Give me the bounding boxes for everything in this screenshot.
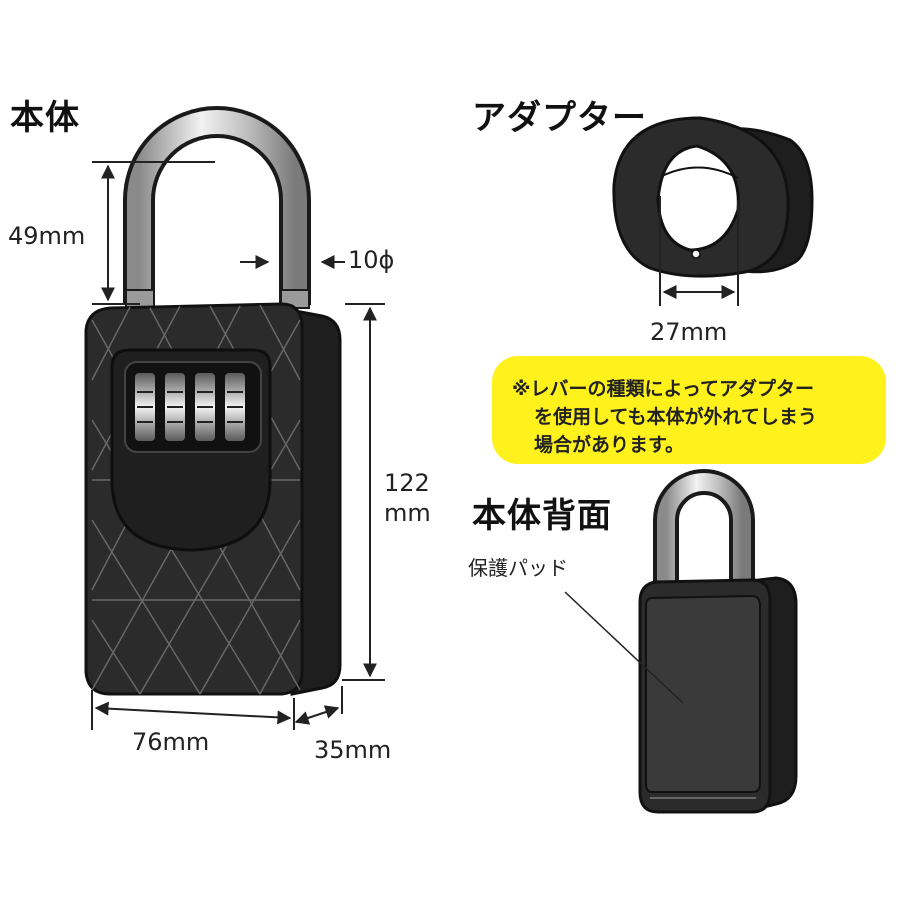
combination-dials <box>133 371 247 443</box>
note-line-1: ※レバーの種類によってアダプター <box>512 378 814 400</box>
dim-body-height: 122 mm <box>384 468 431 528</box>
dim-body-height-unit: mm <box>384 499 431 527</box>
title-back-body: 本体背面 <box>472 496 612 536</box>
dim-body-height-value: 122 <box>384 469 430 497</box>
caution-note <box>492 356 886 464</box>
label-protective-pad: 保護パッド <box>468 556 568 580</box>
note-line-3: 場合があります。 <box>534 434 685 456</box>
adapter <box>612 116 814 278</box>
main-lockbox <box>84 106 342 696</box>
title-adapter: アダプター <box>472 98 647 138</box>
note-line-2: を使用しても本体が外れてしまう <box>534 406 817 428</box>
dim-shackle-diameter: 10ϕ <box>348 246 395 274</box>
pad-leader-line <box>564 591 684 704</box>
back-lockbox <box>638 469 798 814</box>
dim-body-width: 76mm <box>132 728 210 756</box>
dimension-lines-main <box>91 161 385 730</box>
title-main-body: 本体 <box>10 98 80 138</box>
dim-body-depth: 35mm <box>314 736 392 764</box>
dim-adapter-opening: 27mm <box>650 318 728 346</box>
protective-pad <box>645 594 761 793</box>
dimension-lines-adapter <box>659 196 739 306</box>
dim-shackle-height: 49mm <box>8 222 86 250</box>
